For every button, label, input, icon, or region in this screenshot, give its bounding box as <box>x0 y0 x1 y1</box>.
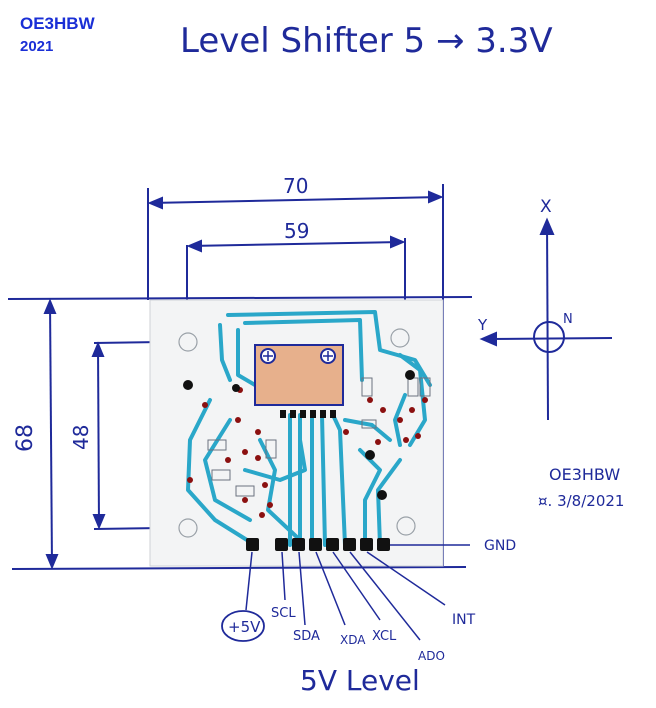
voltage-level-label: 5V Level <box>300 664 420 697</box>
pin-label-int: INT <box>452 612 476 628</box>
dim-outer-height: 68 <box>13 424 38 452</box>
pin-label-gnd: GND <box>484 538 516 554</box>
pin-label-5v: +5V <box>228 618 261 636</box>
drawing-title: Level Shifter 5 → 3.3V <box>180 21 553 61</box>
mounting-holes <box>178 328 416 538</box>
drill-points <box>187 387 428 518</box>
signature-date: ¤. 3/8/2021 <box>538 492 624 510</box>
dim-inner-width: 59 <box>284 219 309 243</box>
pads <box>183 370 415 500</box>
pin-label-xda: XDA <box>340 633 366 647</box>
dim-outer-width: 70 <box>283 174 308 198</box>
dimension-arrows <box>43 190 444 570</box>
dim-inner-height: 48 <box>69 425 93 450</box>
axis-y-label: Y <box>477 316 488 334</box>
components <box>207 377 431 497</box>
chip-screw-cross <box>263 351 333 361</box>
pin-label-xcl: XCL <box>372 629 397 644</box>
axis-x-label: X <box>540 197 552 217</box>
pin-label-ado: ADO <box>418 649 445 663</box>
year-label: 2021 <box>20 38 54 55</box>
pin-label-sda: SDA <box>293 629 320 644</box>
axis-indicator <box>479 217 613 421</box>
axis-n-label: N <box>563 312 573 327</box>
power-label-circle <box>221 610 265 642</box>
chip-pins <box>280 410 336 418</box>
pin-label-scl: SCL <box>271 606 296 621</box>
brand-label: OE3HBW <box>20 14 95 33</box>
pin-leaders <box>245 544 470 641</box>
signature-name: OE3HBW <box>549 465 620 484</box>
header-pins <box>246 538 390 551</box>
